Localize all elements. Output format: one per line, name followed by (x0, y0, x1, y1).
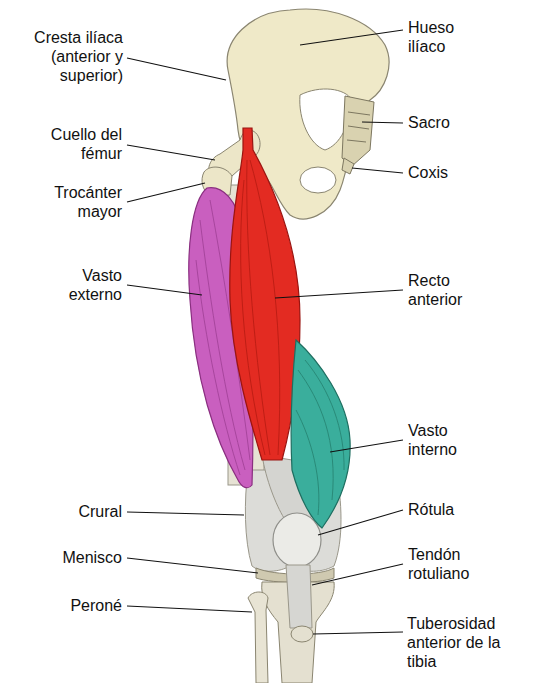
part-label: Recto anterior (408, 271, 488, 309)
leader-line (313, 632, 403, 634)
part-label: Cresta ilíaca (anterior y superior) (3, 28, 123, 85)
part-label: Vasto externo (30, 266, 122, 304)
leader-line (318, 510, 403, 535)
rectus-femoris-fibers (241, 160, 280, 455)
patellar-tendon (286, 565, 312, 628)
leader-line (330, 440, 403, 452)
leader-line (127, 183, 205, 202)
sacrum-segments (347, 112, 370, 142)
part-label: Menisco (32, 548, 122, 567)
part-label: Sacro (408, 113, 488, 132)
part-label: Coxis (408, 163, 488, 182)
leader-line (300, 30, 403, 45)
part-label: Trocánter mayor (30, 183, 122, 221)
coccyx-bone (342, 158, 354, 174)
part-label: Hueso ilíaco (408, 18, 493, 56)
part-label: Rótula (408, 500, 488, 519)
leader-line (275, 290, 403, 298)
part-label: Vasto interno (408, 421, 488, 459)
leader-line (352, 168, 403, 173)
tibial-tuberosity (291, 626, 313, 642)
vastus-medialis (291, 340, 350, 528)
obturator-foramen (300, 167, 336, 193)
part-label: Crural (42, 502, 122, 521)
part-label: Tuberosidad anterior de la tibia (407, 614, 529, 671)
leader-line (312, 564, 403, 585)
leader-line (127, 58, 226, 80)
leader-line (127, 145, 215, 160)
vastus-medialis-fibers (296, 360, 344, 515)
leader-line (127, 606, 252, 612)
part-label: Cuello del fémur (27, 125, 122, 163)
leader-lines (127, 30, 403, 634)
rectus-femoris (230, 128, 300, 460)
fibula-bone (248, 592, 268, 683)
leader-line (127, 558, 258, 573)
leader-line (127, 512, 244, 515)
leader-line (127, 285, 202, 295)
leader-line (362, 122, 403, 123)
patella-bone (273, 513, 321, 567)
part-label: Peroné (32, 596, 122, 615)
part-label: Tendón rotuliano (408, 545, 498, 583)
sacrum-bone (342, 96, 374, 166)
